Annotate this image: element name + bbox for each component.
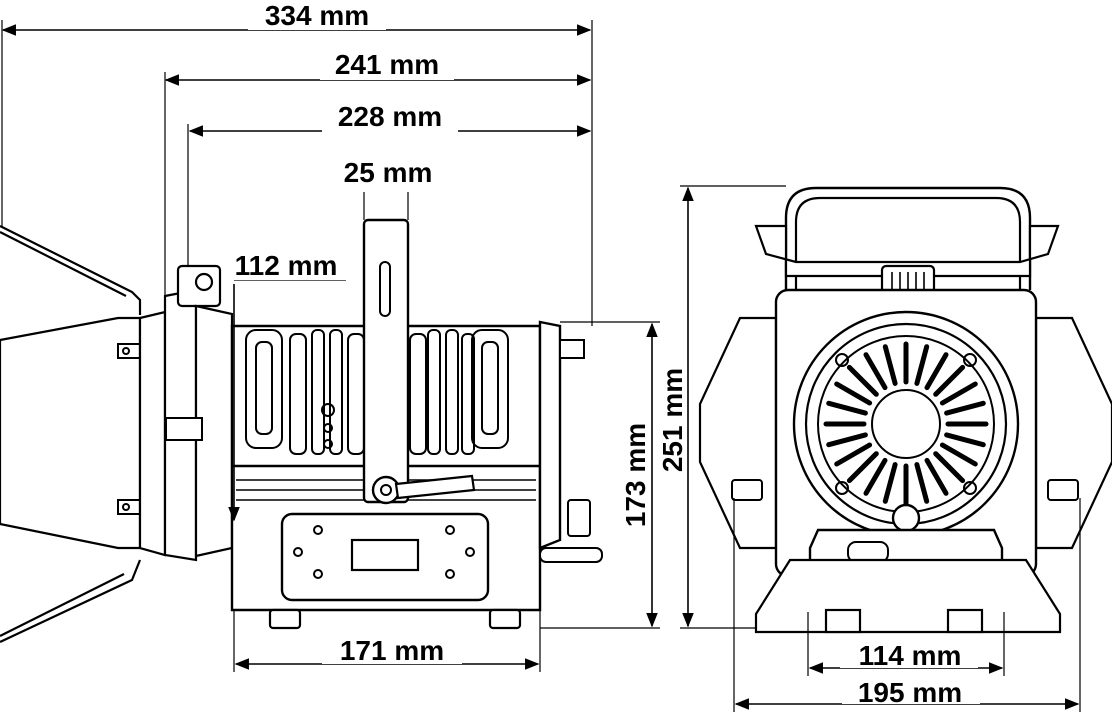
vent-slot	[846, 364, 879, 397]
label-173: 173 mm	[620, 423, 651, 527]
label-195: 195 mm	[858, 677, 962, 708]
vent-slot	[826, 432, 868, 448]
vent-slot	[944, 400, 986, 416]
vent-slot	[924, 457, 949, 496]
vent-slot	[939, 381, 978, 406]
vent-slot	[846, 451, 879, 484]
label-241: 241 mm	[335, 49, 439, 80]
yoke	[321, 218, 476, 505]
vent-slot	[834, 381, 873, 406]
radial-vents	[823, 341, 989, 507]
vent-slot	[914, 462, 930, 504]
label-228: 228 mm	[338, 101, 442, 132]
front-view	[680, 185, 1112, 712]
vent-slot	[863, 352, 888, 391]
vent-slot	[834, 442, 873, 467]
label-334: 334 mm	[265, 0, 369, 31]
vent-slot	[914, 344, 930, 386]
front-frame	[138, 264, 234, 562]
dimension-labels: 334 mm 241 mm 228 mm 25 mm 112 mm 173 mm…	[222, 0, 980, 708]
vent-slot	[924, 352, 949, 391]
label-251: 251 mm	[657, 368, 688, 472]
vent-slot	[933, 364, 966, 397]
label-25: 25 mm	[344, 157, 433, 188]
label-112: 112 mm	[235, 250, 338, 281]
vent-slot	[944, 432, 986, 448]
vent-slot	[933, 451, 966, 484]
label-114: 114 mm	[859, 640, 962, 671]
label-171: 171 mm	[340, 635, 444, 666]
vent-slot	[939, 442, 978, 467]
side-view	[0, 20, 660, 672]
vent-slot	[863, 457, 888, 496]
vent-slot	[882, 462, 898, 504]
barn-door-left	[0, 225, 142, 643]
vent-slot	[882, 344, 898, 386]
lamp-body	[230, 320, 603, 630]
vent-slot	[826, 400, 868, 416]
